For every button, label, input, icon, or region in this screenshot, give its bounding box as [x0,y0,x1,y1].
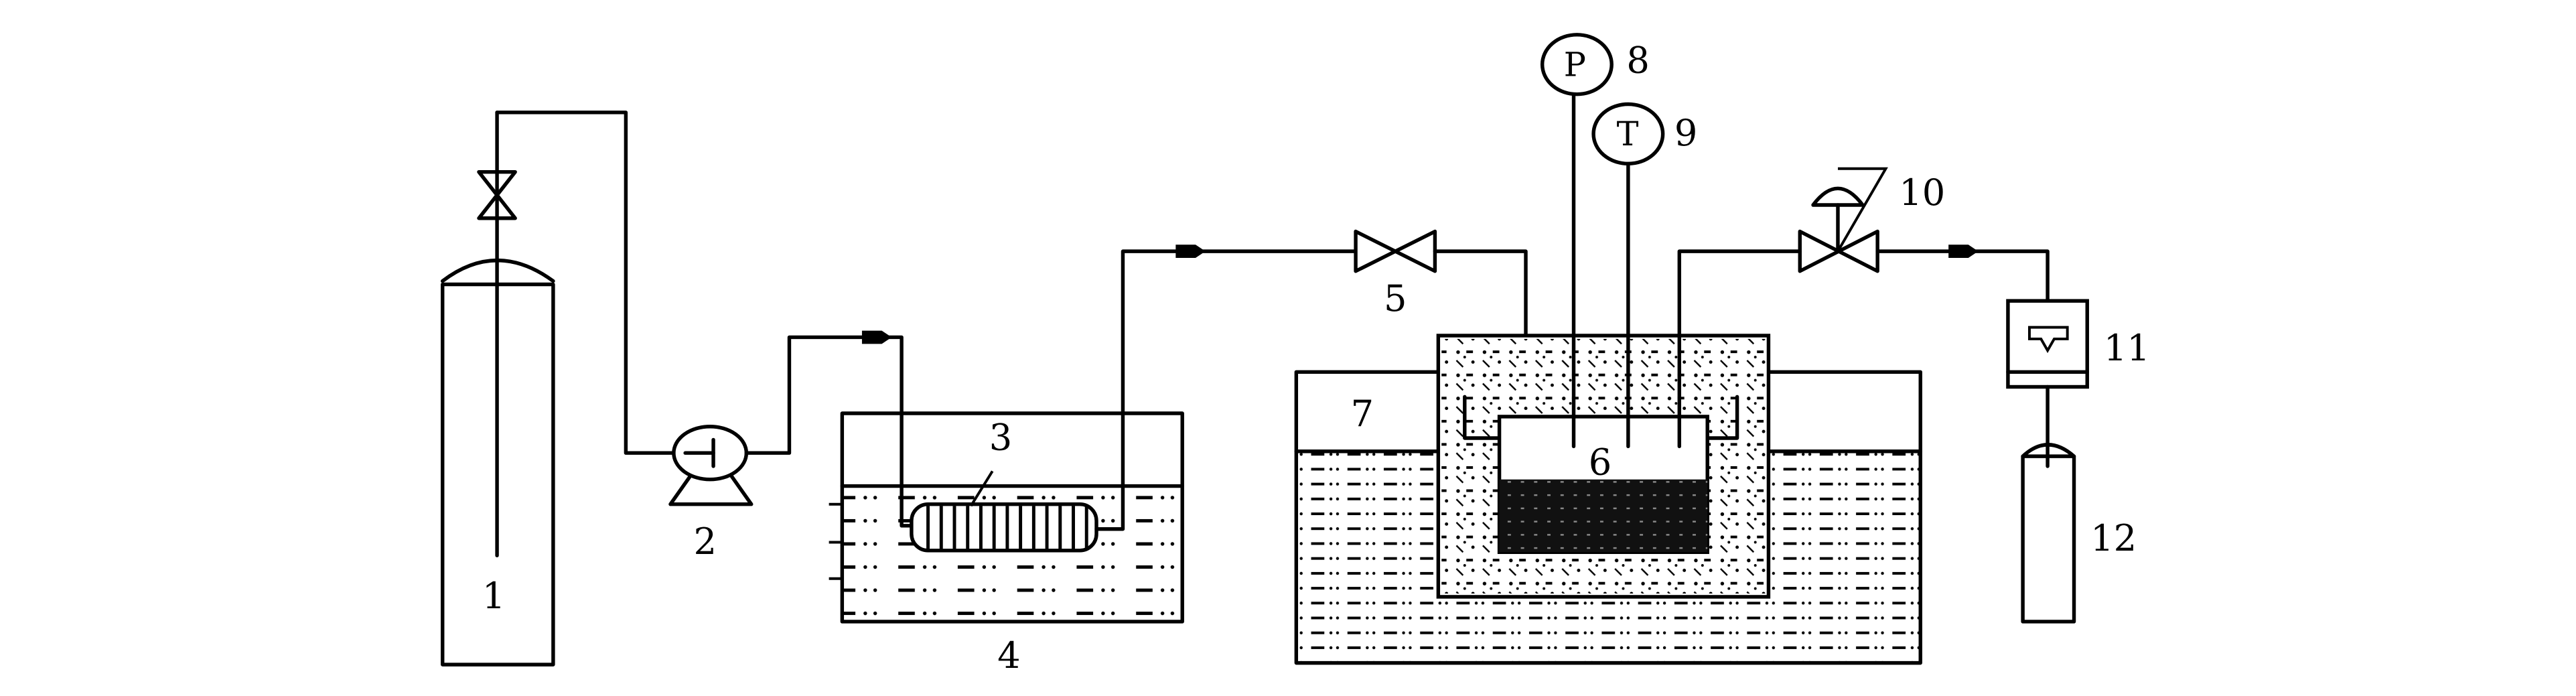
reactor: 6 [1497,415,1709,555]
flow-meter-icon: 11 [2006,299,2150,389]
pipe-bath-to-valve [1094,249,1356,531]
label-10: 10 [1899,171,1945,214]
flow-arrow-icon [861,330,892,344]
preheating-coil-icon: 3 [910,416,1098,553]
inlet-valve-icon[interactable]: 5 [1354,229,1437,320]
label-9: 9 [1674,112,1697,154]
label-4: 4 [997,634,1020,677]
flow-arrow-icon [1175,245,1206,258]
label-11: 11 [2104,327,2150,369]
label-5: 5 [1384,277,1407,320]
pressure-gauge-icon: P 8 [1540,33,1650,449]
pipe-cylinder-to-pump [495,111,676,455]
gas-cylinder: 1 [441,111,555,667]
collection-cylinder: 12 [2021,443,2137,624]
flow-arrow-icon [1948,245,1979,258]
label-7: 7 [1351,393,1374,435]
cylinder-valve-icon[interactable] [477,169,517,220]
back-pressure-valve-icon[interactable]: 10 [1798,167,1945,273]
label-6: 6 [1589,441,1612,483]
temperature-symbol: T [1617,115,1639,153]
label-1: 1 [482,575,505,617]
pump-icon[interactable]: 2 [668,425,754,563]
label-2: 2 [693,520,716,563]
label-3: 3 [989,416,1012,458]
label-8: 8 [1626,40,1649,82]
pipe-bpr-to-flowmeter [1875,249,2050,303]
label-12: 12 [2090,517,2137,559]
sample-bed [1499,479,1708,553]
pressure-symbol: P [1564,46,1586,84]
temperature-sensor-icon: T 9 [1591,102,1697,449]
pipe-reactor-to-bpr [1677,249,1802,449]
